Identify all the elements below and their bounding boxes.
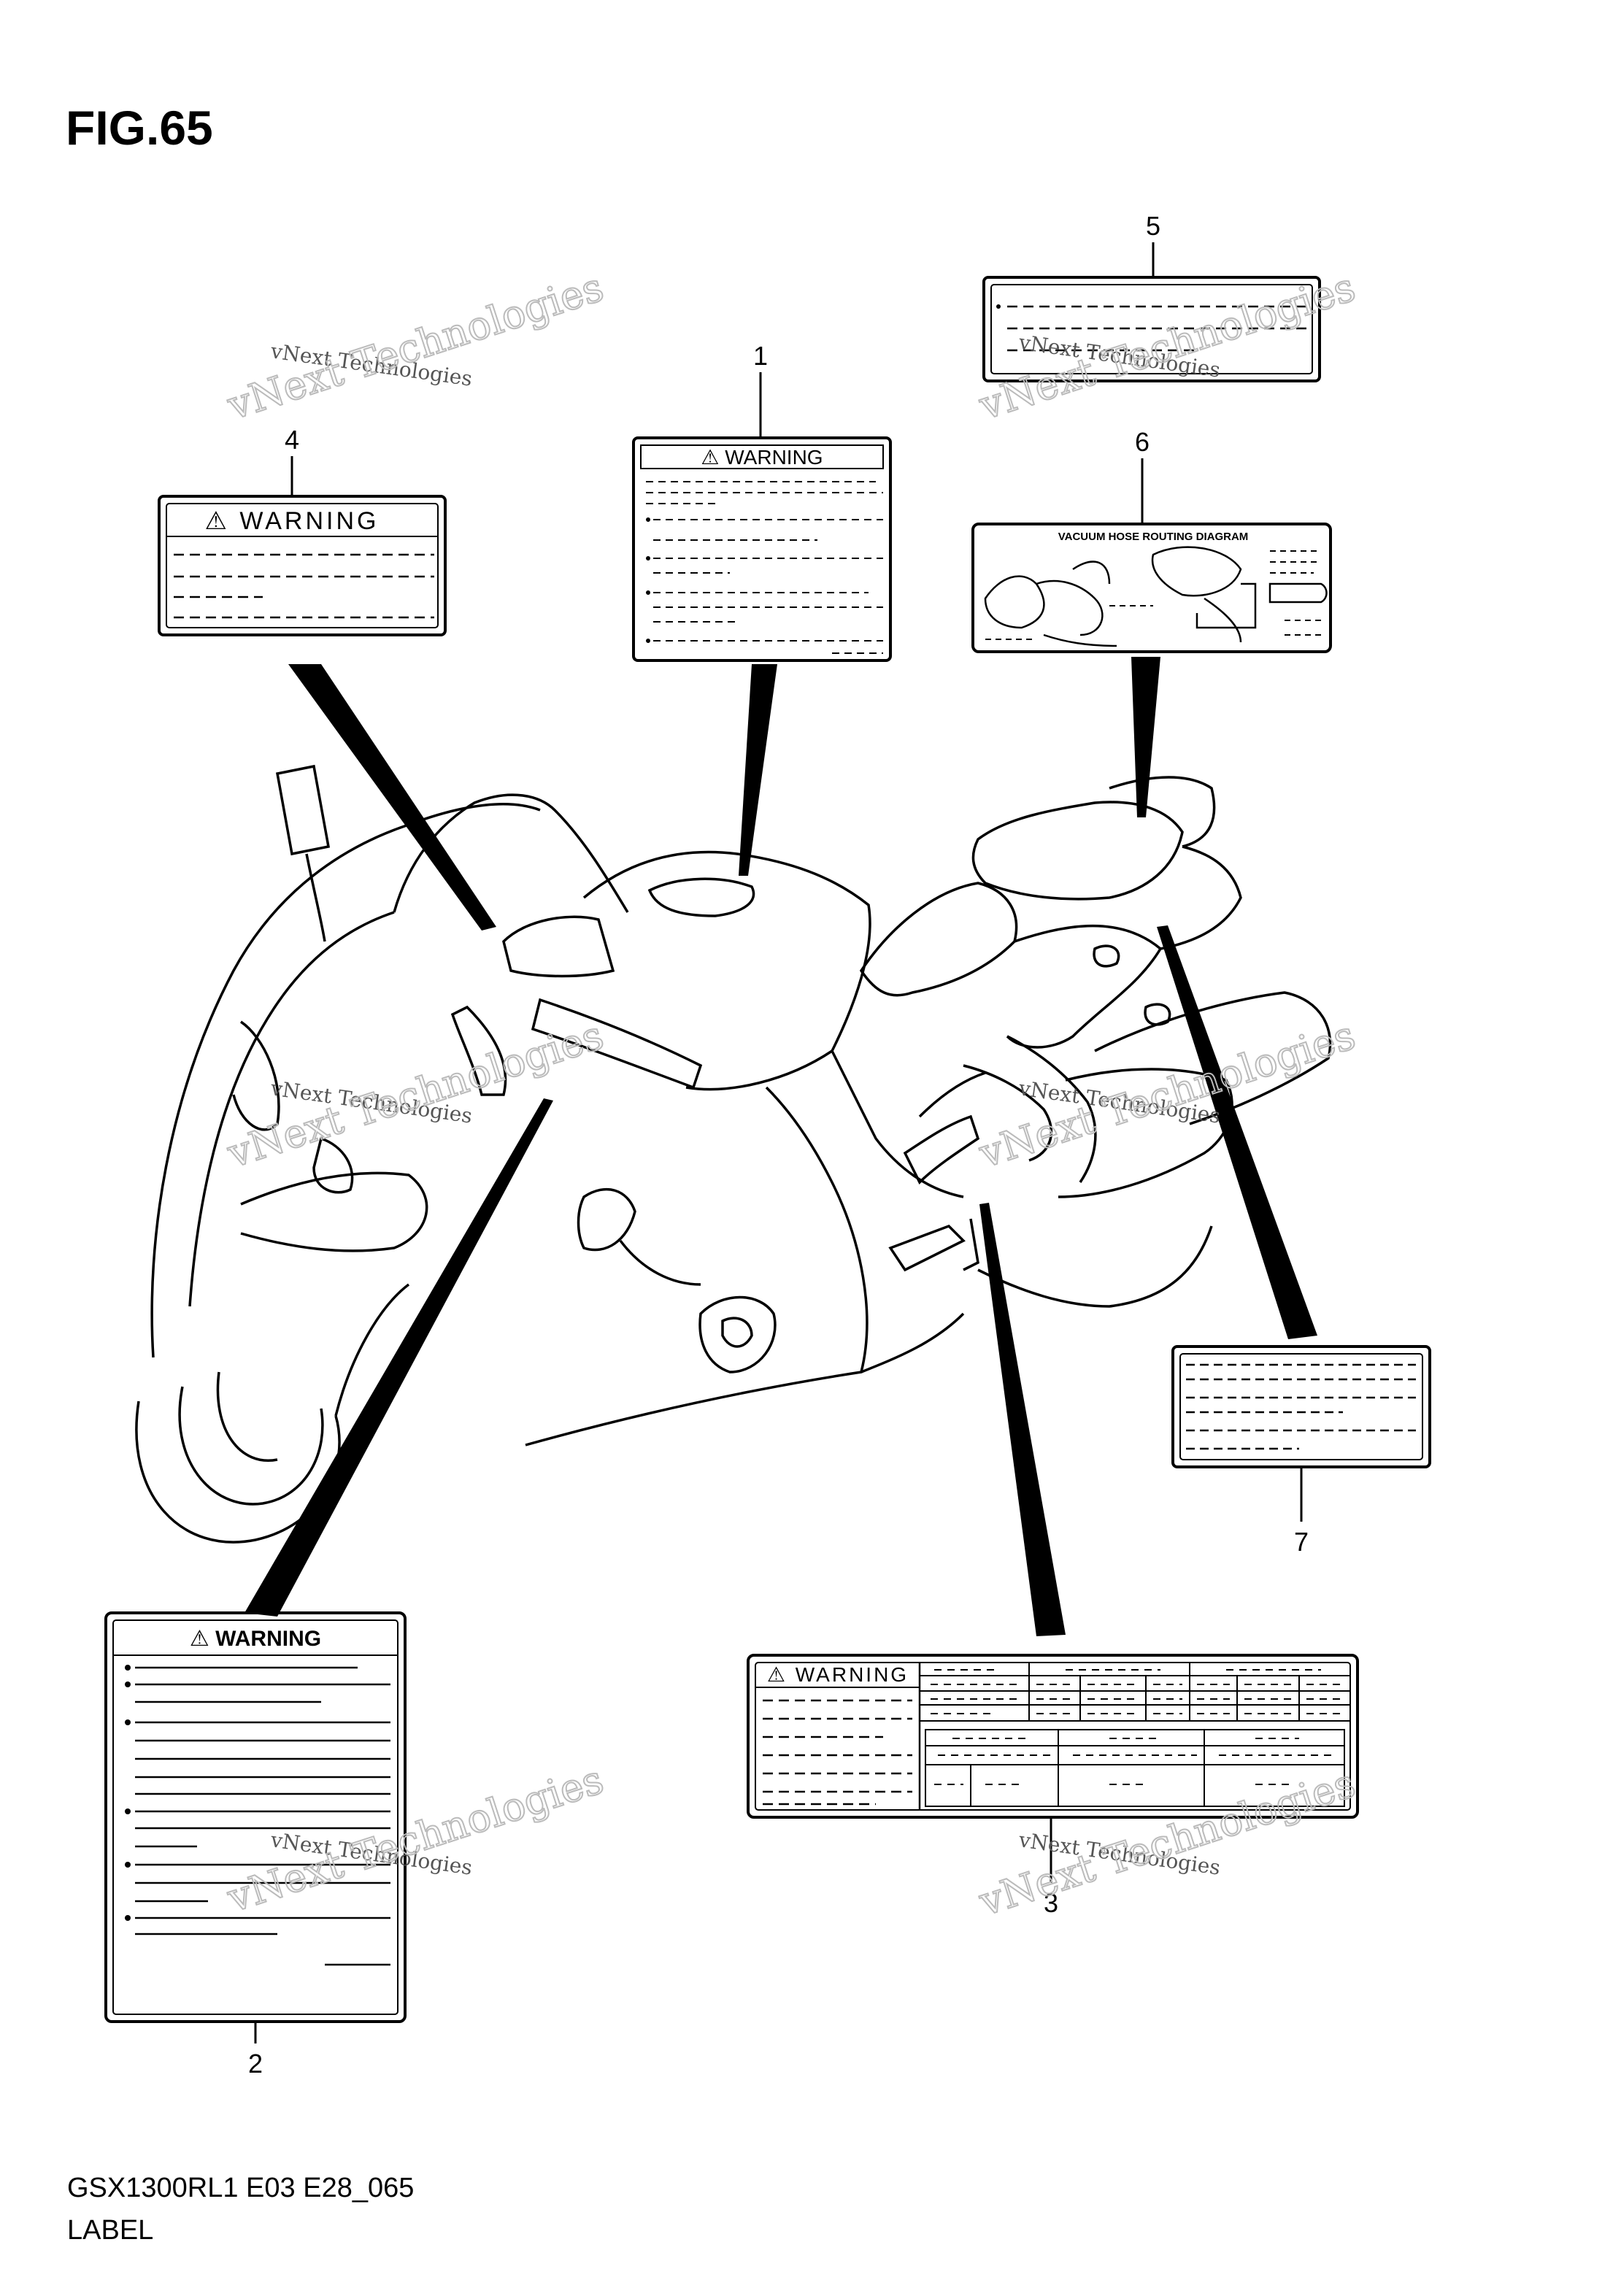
- pointer-1: [739, 664, 777, 876]
- label-5: 5: [982, 211, 1321, 382]
- leader-pointers: [245, 657, 1317, 1636]
- label-2: ⚠ WARNING 2: [104, 1611, 407, 2079]
- callout-number-7: 7: [1294, 1527, 1309, 1557]
- pointer-3: [979, 1203, 1066, 1636]
- motorcycle-outline: [135, 764, 1332, 1544]
- callout-number-4: 4: [285, 425, 299, 455]
- callout-number-3: 3: [1044, 1888, 1058, 1918]
- model-code: GSX1300RL1 E03 E28_065: [67, 2173, 414, 2203]
- label-1: 1 ⚠ WARNING: [632, 341, 892, 662]
- figure-title: FIG.65: [66, 101, 213, 155]
- label-6: 6 VACUUM HOSE ROUTING DIAGRAM: [971, 427, 1332, 653]
- label-2-heading: ⚠ WARNING: [190, 1627, 321, 1651]
- pointer-2: [245, 1098, 553, 1617]
- pointer-4: [288, 664, 496, 931]
- label-3-heading: ⚠ WARNING: [767, 1663, 909, 1686]
- pointer-7: [1157, 925, 1317, 1339]
- callout-number-2: 2: [248, 2049, 263, 2079]
- label-4-heading: ⚠ WARNING: [205, 507, 380, 535]
- label-4: 4 ⚠ WARNING: [158, 425, 447, 636]
- callout-number-6: 6: [1135, 427, 1150, 457]
- label-7: 7: [1171, 1345, 1431, 1557]
- callout-number-1: 1: [753, 341, 768, 371]
- figure-caption: LABEL: [67, 2215, 153, 2246]
- label-3: ⚠ WARNING: [747, 1654, 1359, 1918]
- pointer-6: [1131, 657, 1160, 817]
- label-1-heading: ⚠ WARNING: [701, 446, 823, 469]
- label-6-heading: VACUUM HOSE ROUTING DIAGRAM: [1058, 531, 1249, 543]
- callout-number-5: 5: [1146, 211, 1160, 241]
- vacuum-hose-sketch: [984, 546, 1328, 647]
